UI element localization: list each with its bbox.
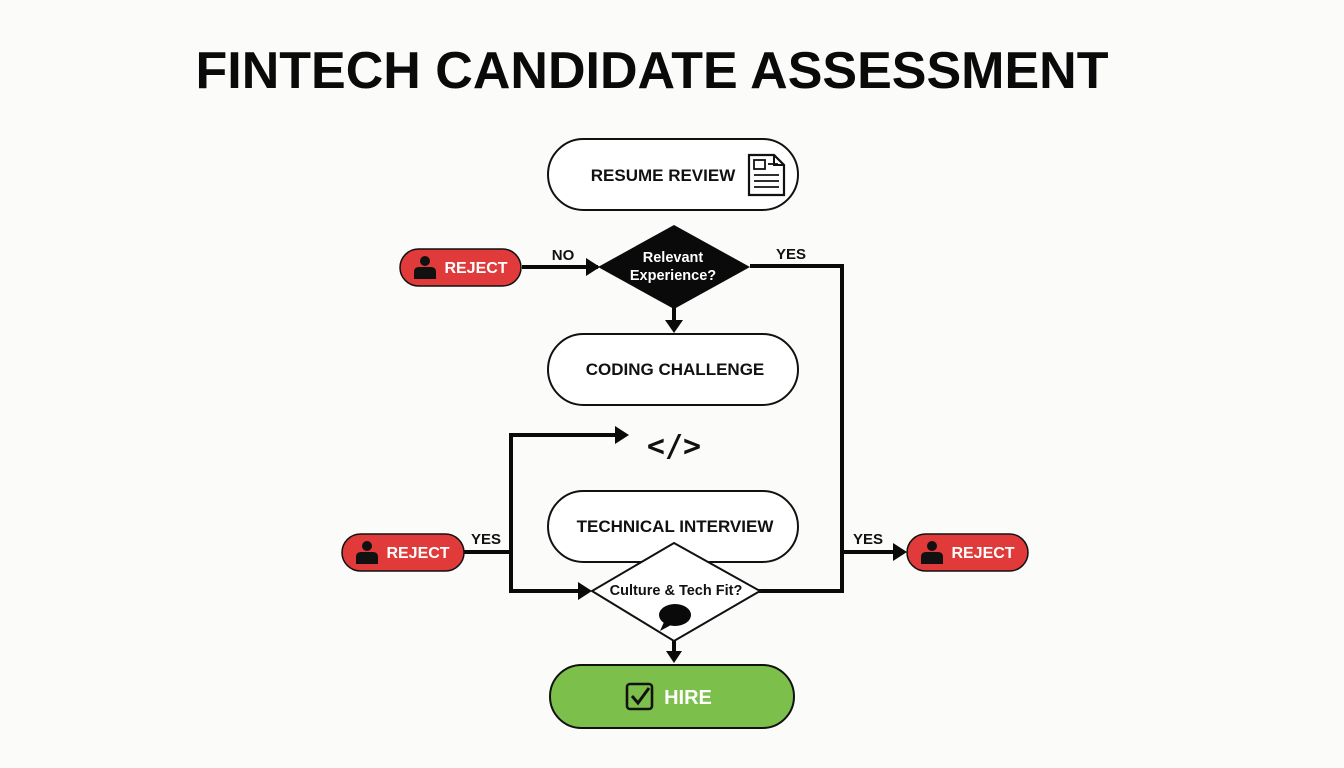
technical-interview-label: TECHNICAL INTERVIEW: [577, 517, 775, 536]
arrow-head-reject-right: [893, 543, 907, 561]
edge-label-yes-left: YES: [471, 531, 501, 548]
edge-left-loop: [509, 433, 617, 593]
person-icon: [356, 541, 378, 564]
decision-culture-tech-fit: Culture & Tech Fit?: [590, 541, 763, 643]
culture-tech-fit-label: Culture & Tech Fit?: [610, 583, 743, 599]
arrow-head-decision-left: [586, 258, 600, 276]
diagram-title: FINTECH CANDIDATE ASSESSMENT: [196, 42, 1109, 100]
decision-relevant-experience: Relevant Experience?: [598, 225, 750, 309]
relevant-experience-line1: Relevant: [643, 250, 704, 266]
person-icon: [921, 541, 943, 564]
code-brackets-icon: </>: [647, 429, 701, 464]
node-reject-top: REJECT: [399, 248, 522, 287]
reject-left-label: REJECT: [386, 545, 449, 562]
node-coding-challenge: CODING CHALLENGE: [547, 333, 799, 406]
arrow-head-code: [615, 426, 629, 444]
node-reject-right: REJECT: [906, 533, 1029, 572]
person-icon: [414, 256, 436, 279]
coding-challenge-label: CODING CHALLENGE: [586, 360, 765, 379]
hire-label: HIRE: [664, 687, 712, 709]
arrow-head-hire: [666, 651, 682, 663]
relevant-experience-line2: Experience?: [630, 268, 716, 284]
node-reject-left: REJECT: [341, 533, 465, 572]
edge-label-no: NO: [552, 247, 575, 264]
speech-bubble-icon: [659, 604, 691, 631]
reject-top-label: REJECT: [444, 260, 507, 277]
node-resume-review: RESUME REVIEW: [547, 138, 799, 211]
checkbox-check-icon: [625, 682, 654, 711]
resume-review-label: RESUME REVIEW: [591, 166, 736, 185]
arrow-head-coding: [665, 320, 683, 333]
node-hire: HIRE: [549, 664, 795, 729]
reject-right-label: REJECT: [951, 545, 1014, 562]
edge-yes-right-loop: [750, 264, 844, 593]
edge-label-yes-top: YES: [776, 246, 806, 263]
arrow-head-culture-left: [578, 582, 592, 600]
document-icon: [747, 153, 786, 197]
node-technical-interview: TECHNICAL INTERVIEW: [547, 490, 799, 563]
edge-label-yes-right: YES: [853, 531, 883, 548]
